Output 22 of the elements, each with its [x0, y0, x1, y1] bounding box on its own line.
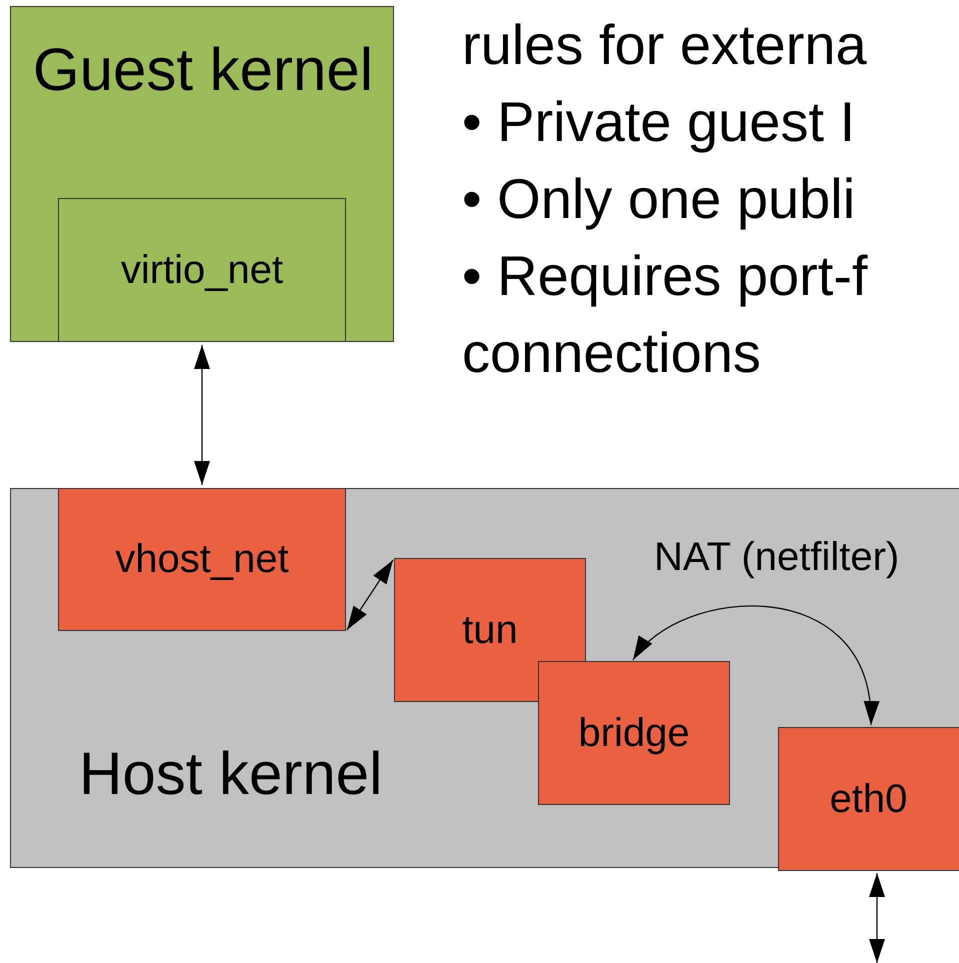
note-text: • Only one publi — [462, 166, 856, 232]
component-label: virtio_net — [120, 247, 284, 294]
note-text: • Private guest I — [462, 89, 856, 155]
double-arrow — [869, 873, 885, 963]
component-box — [58, 488, 346, 631]
component-label: bridge — [577, 710, 691, 757]
component-label: eth0 — [828, 776, 908, 823]
component-label: tun — [461, 607, 519, 654]
component-box — [778, 727, 959, 871]
note-text: • Requires port-f connections — [462, 243, 869, 386]
panel-title: Host kernel — [79, 739, 382, 808]
panel-title: Guest kernel — [32, 35, 374, 105]
note-text: rules for externa — [462, 12, 868, 78]
component-box — [58, 198, 346, 342]
component-label: vhost_net — [114, 536, 290, 583]
kernel-panel — [10, 6, 394, 342]
kernel-panel — [10, 488, 959, 868]
component-box — [394, 558, 586, 702]
double-arrow — [194, 345, 210, 485]
component-box — [538, 661, 730, 805]
double-arrow — [346, 560, 394, 630]
double-arrow — [632, 606, 877, 726]
